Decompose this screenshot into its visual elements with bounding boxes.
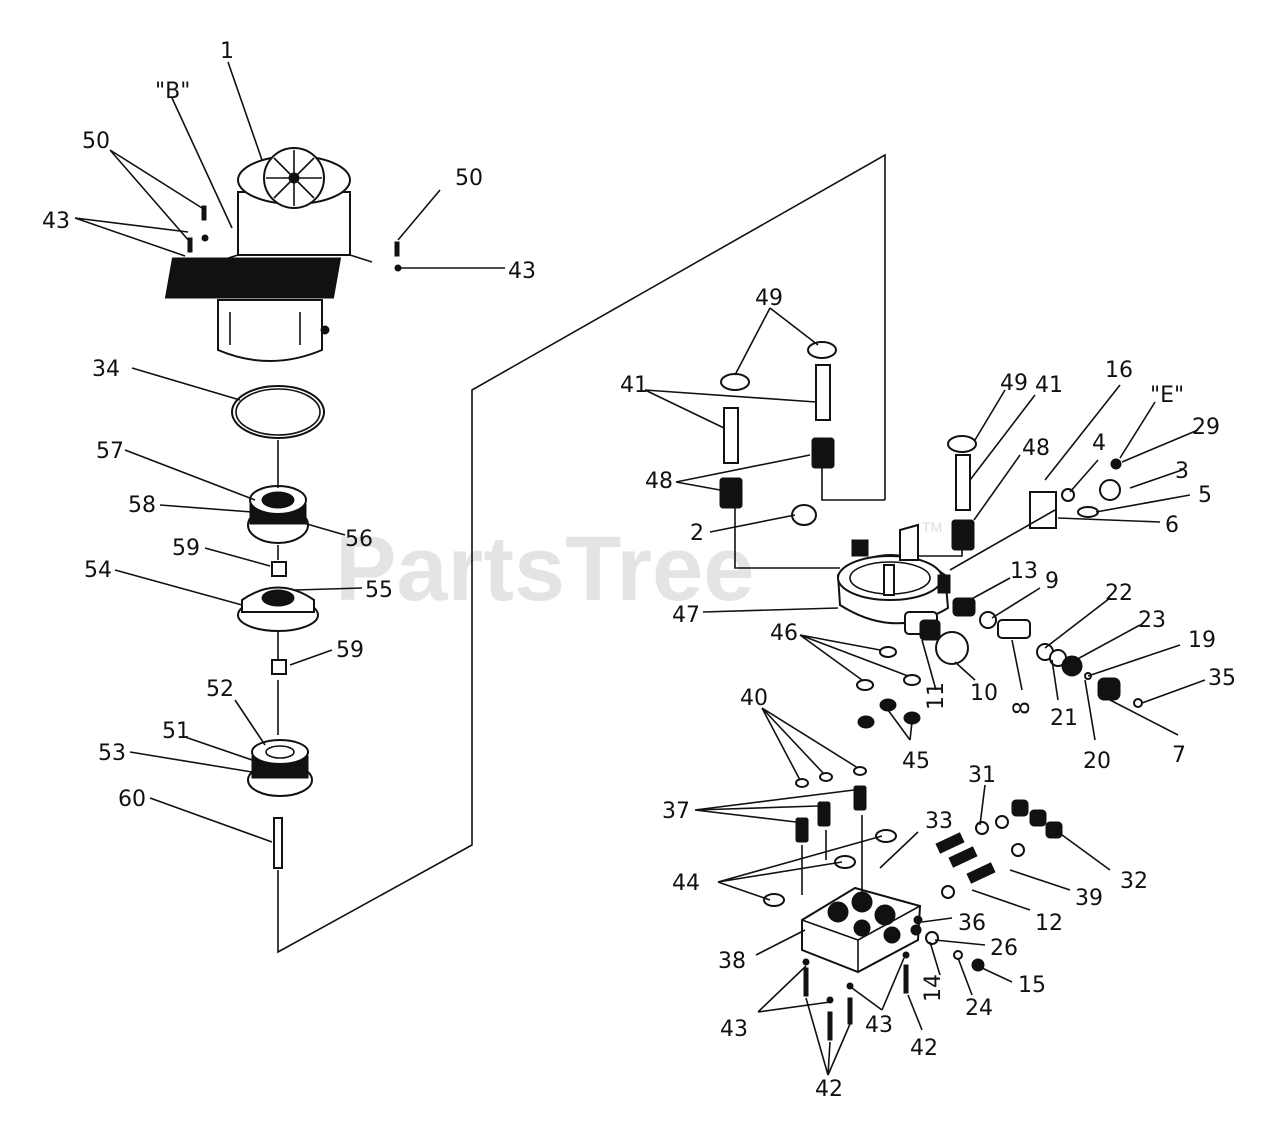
callout-55: 55 <box>365 578 393 603</box>
piston-springs <box>719 437 975 551</box>
callout-29: 29 <box>1192 415 1220 440</box>
callout-43-left: 43 <box>42 209 70 234</box>
manifold <box>801 886 922 974</box>
callout-49-left: 49 <box>755 286 783 311</box>
valve-assembly <box>1029 458 1122 529</box>
callout-39: 39 <box>1075 886 1103 911</box>
callout-32: 32 <box>1120 869 1148 894</box>
callout-31: 31 <box>968 763 996 788</box>
leader-lines <box>74 61 1206 1076</box>
callout-43-manifold-right: 43 <box>865 1013 893 1038</box>
callout-57: 57 <box>96 439 124 464</box>
callout-14: 14 <box>921 974 946 1002</box>
callout-46: 46 <box>770 621 798 646</box>
callout-48-right: 48 <box>1022 436 1050 461</box>
callout-26: 26 <box>990 936 1018 961</box>
callout-9: 9 <box>1045 569 1059 594</box>
callout-54: 54 <box>84 558 112 583</box>
callout-3: 3 <box>1175 459 1189 484</box>
callout-10: 10 <box>970 681 998 706</box>
callout-44: 44 <box>672 871 700 896</box>
callout-2: 2 <box>690 521 704 546</box>
callout-42-right: 42 <box>910 1036 938 1061</box>
watermark-trademark: TM <box>922 519 942 535</box>
callout-20: 20 <box>1083 749 1111 774</box>
callout-15: 15 <box>1018 973 1046 998</box>
callout-53: 53 <box>98 741 126 766</box>
callout-24: 24 <box>965 996 993 1021</box>
seal-retainer <box>237 586 319 632</box>
callout-5: 5 <box>1198 483 1212 508</box>
callout-48-left: 48 <box>645 469 673 494</box>
callout-21: 21 <box>1050 706 1078 731</box>
manifold-bolts <box>802 951 910 1041</box>
callout-8: 8 <box>1010 701 1035 715</box>
callout-34: 34 <box>92 357 120 382</box>
pistons <box>723 364 971 511</box>
callout-43-manifold-left: 43 <box>720 1017 748 1042</box>
callout-11: 11 <box>924 682 949 710</box>
callout-6: 6 <box>1165 513 1179 538</box>
callout-38: 38 <box>718 949 746 974</box>
o-ring <box>231 385 325 439</box>
callout-40: 40 <box>740 686 768 711</box>
plug <box>791 504 817 526</box>
callout-43-right: 43 <box>508 259 536 284</box>
callout-50-left: 50 <box>82 129 110 154</box>
callout-37: 37 <box>662 799 690 824</box>
callout-35: 35 <box>1208 666 1236 691</box>
callout-42-bottom: 42 <box>815 1077 843 1102</box>
callout-49-right: 49 <box>1000 371 1028 396</box>
seal-assembly-lower <box>247 739 313 797</box>
seal-assembly-upper <box>247 485 309 544</box>
pump-housing <box>836 523 951 635</box>
callout-13: 13 <box>1010 559 1038 584</box>
seals-46-45 <box>856 646 921 729</box>
callout-22: 22 <box>1105 581 1133 606</box>
check-valves <box>913 799 1063 972</box>
callout-52: 52 <box>206 677 234 702</box>
manifold-washers <box>763 766 897 907</box>
callout-41-left: 41 <box>620 373 648 398</box>
callout-41-right: 41 <box>1035 373 1063 398</box>
callout-56: 56 <box>345 527 373 552</box>
callout-23: 23 <box>1138 608 1166 633</box>
callout-51: 51 <box>162 719 190 744</box>
callout-1: 1 <box>220 39 234 64</box>
callout-labels: 1 "B" 50 50 43 43 34 57 58 56 59 54 55 5… <box>42 39 1236 1102</box>
callout-E: "E" <box>1150 383 1184 408</box>
sleeve-lower <box>271 659 287 675</box>
callout-60: 60 <box>118 787 146 812</box>
callout-7: 7 <box>1172 743 1186 768</box>
sleeve-upper <box>271 561 287 577</box>
callout-19: 19 <box>1188 628 1216 653</box>
callout-B: "B" <box>155 79 190 104</box>
outlet-parts <box>919 597 1143 708</box>
manifold-springs <box>795 785 867 843</box>
pin <box>273 817 283 869</box>
callout-12: 12 <box>1035 911 1063 936</box>
callout-47: 47 <box>672 603 700 628</box>
callout-59-lower: 59 <box>336 638 364 663</box>
motor-screws <box>187 205 402 286</box>
callout-16: 16 <box>1105 358 1133 383</box>
callout-4: 4 <box>1092 431 1106 456</box>
watermark: PartsTree <box>335 518 754 620</box>
callout-36: 36 <box>958 911 986 936</box>
callout-33: 33 <box>925 809 953 834</box>
callout-58: 58 <box>128 493 156 518</box>
callout-50-right: 50 <box>455 166 483 191</box>
callout-45: 45 <box>902 749 930 774</box>
motor <box>164 147 373 362</box>
callout-59-upper: 59 <box>172 536 200 561</box>
piston-washers <box>720 341 977 453</box>
